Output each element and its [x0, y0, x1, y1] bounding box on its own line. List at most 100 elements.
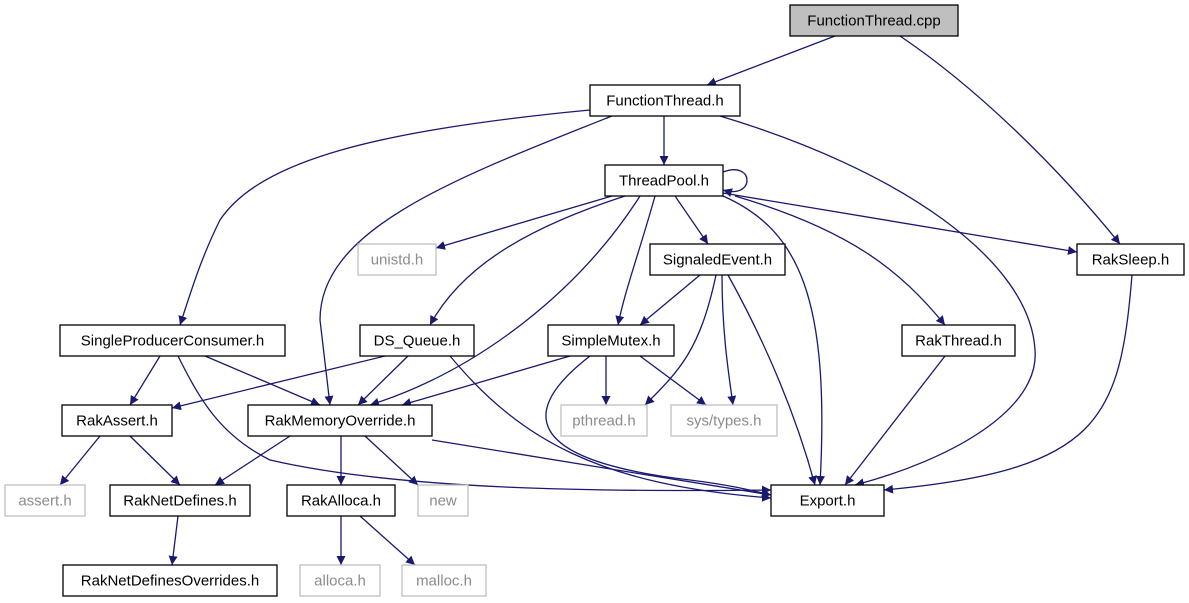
- edge-functionthread_cpp-to-functionthread_h: [706, 35, 836, 86]
- node-sys_types_h: sys/types.h: [670, 404, 778, 437]
- node-box: [401, 564, 487, 597]
- node-singleproducerconsumer_h[interactable]: SingleProducerConsumer.h: [59, 324, 286, 357]
- node-simplemutex_h[interactable]: SimpleMutex.h: [547, 324, 675, 357]
- node-box: [770, 484, 885, 517]
- node-label: DS_Queue.h: [374, 333, 461, 350]
- node-label: FunctionThread.h: [606, 93, 724, 110]
- node-label: sys/types.h: [686, 413, 761, 430]
- node-rakthread_h[interactable]: RakThread.h: [901, 324, 1016, 357]
- edge-signaledevent_h-to-pthread_h: [644, 274, 717, 406]
- node-signaledevent_h[interactable]: SignaledEvent.h: [649, 243, 786, 276]
- edge-rakmemoryoverride_h-to-export_h: [431, 439, 772, 499]
- node-box: [560, 404, 648, 437]
- node-label: SingleProducerConsumer.h: [81, 333, 264, 350]
- node-pthread_h: pthread.h: [560, 404, 648, 437]
- node-box: [670, 404, 778, 437]
- node-alloca_h: alloca.h: [299, 564, 381, 597]
- edge-threadpool_h-to-ds_queue_h: [429, 195, 626, 326]
- node-label: Export.h: [800, 493, 856, 510]
- edge-threadpool_h-to-signaledevent_h: [674, 195, 709, 245]
- node-label: SignaledEvent.h: [663, 252, 772, 269]
- edge-threadpool_h-to-raksleep_h: [722, 192, 1078, 255]
- node-raksleep_h[interactable]: RakSleep.h: [1076, 243, 1185, 276]
- edge-functionthread_h-to-export_h: [719, 115, 1036, 488]
- edge-simplemutex_h-to-rakmemoryoverride_h: [401, 355, 571, 407]
- node-box: [901, 324, 1016, 357]
- edge-ds_queue_h-to-export_h: [449, 355, 772, 502]
- edge-signaledevent_h-to-sys_types_h: [721, 274, 737, 406]
- node-raknetdefinesoverrides_h[interactable]: RakNetDefinesOverrides.h: [62, 564, 278, 597]
- node-box: [789, 4, 959, 37]
- edge-threadpool_h-to-export_h: [722, 195, 825, 486]
- edge-functionthread_h-to-singleproducerconsumer_h: [178, 109, 591, 326]
- node-label: pthread.h: [572, 413, 635, 430]
- edge-singleproducerconsumer_h-to-rakassert_h: [129, 355, 161, 406]
- node-raknetdefines_h[interactable]: RakNetDefines.h: [109, 484, 251, 517]
- node-malloc_h: malloc.h: [401, 564, 487, 597]
- edge-functionthread_cpp-to-raksleep_h: [899, 35, 1121, 245]
- node-ds_queue_h[interactable]: DS_Queue.h: [359, 324, 475, 357]
- node-new: new: [417, 484, 469, 517]
- node-label: unistd.h: [371, 252, 424, 269]
- node-threadpool_h[interactable]: ThreadPool.h: [604, 164, 724, 197]
- edge-threadpool_h-to-rakmemoryoverride_h: [369, 195, 641, 407]
- node-label: RakNetDefines.h: [123, 493, 236, 510]
- edge-ds_queue_h-to-rakmemoryoverride_h: [357, 355, 409, 406]
- edge-rakmemoryoverride_h-to-new: [364, 435, 419, 486]
- node-functionthread_h[interactable]: FunctionThread.h: [589, 84, 741, 117]
- node-box: [417, 484, 469, 517]
- edge-rakthread_h-to-export_h: [844, 355, 946, 486]
- edges-layer: [59, 35, 1133, 566]
- edge-raksleep_h-to-export_h: [883, 274, 1133, 494]
- node-rakalloca_h[interactable]: RakAlloca.h: [286, 484, 396, 517]
- node-rakassert_h[interactable]: RakAssert.h: [61, 404, 173, 437]
- node-rakmemoryoverride_h[interactable]: RakMemoryOverride.h: [247, 404, 433, 437]
- edge-ds_queue_h-to-rakassert_h: [171, 355, 386, 411]
- node-label: RakMemoryOverride.h: [265, 413, 416, 430]
- edge-threadpool_h-to-unistd_h: [435, 195, 613, 250]
- edge-simplemutex_h-to-sys_types_h: [639, 355, 707, 406]
- node-box: [547, 324, 675, 357]
- node-label: new: [429, 493, 457, 510]
- node-export_h[interactable]: Export.h: [770, 484, 885, 517]
- edge-rakalloca_h-to-malloc_h: [359, 515, 416, 566]
- node-box: [247, 404, 433, 437]
- node-box: [286, 484, 396, 517]
- node-box: [604, 164, 724, 197]
- node-label: RakNetDefinesOverrides.h: [81, 573, 259, 590]
- edge-simplemutex_h-to-export_h: [545, 355, 772, 498]
- edge-signaledevent_h-to-simplemutex_h: [639, 274, 701, 326]
- node-label: assert.h: [18, 493, 71, 510]
- node-label: RakThread.h: [915, 333, 1002, 350]
- edge-singleproducerconsumer_h-to-export_h: [177, 355, 772, 495]
- edge-raknetdefines_h-to-raknetdefinesoverrides_h: [168, 515, 179, 566]
- node-box: [61, 404, 173, 437]
- node-box: [589, 84, 741, 117]
- edge-threadpool_h-to-threadpool_h: [722, 169, 748, 197]
- node-assert_h: assert.h: [4, 484, 86, 517]
- node-box: [109, 484, 251, 517]
- node-label: RakSleep.h: [1092, 252, 1170, 269]
- node-box: [4, 484, 86, 517]
- edge-rakmemoryoverride_h-to-raknetdefines_h: [214, 435, 291, 486]
- edge-threadpool_h-to-simplemutex_h: [615, 195, 656, 326]
- edge-rakassert_h-to-assert_h: [59, 435, 101, 486]
- node-unistd_h: unistd.h: [357, 243, 437, 276]
- node-label: FunctionThread.cpp: [807, 13, 940, 30]
- node-box: [59, 324, 286, 357]
- nodes-layer: FunctionThread.cppFunctionThread.hThread…: [4, 4, 1185, 597]
- node-box: [299, 564, 381, 597]
- node-box: [62, 564, 278, 597]
- node-label: RakAssert.h: [76, 413, 158, 430]
- node-functionthread_cpp[interactable]: FunctionThread.cpp: [789, 4, 959, 37]
- node-label: ThreadPool.h: [619, 173, 709, 190]
- edge-singleproducerconsumer_h-to-rakmemoryoverride_h: [204, 355, 321, 406]
- node-label: RakAlloca.h: [301, 493, 381, 510]
- edge-functionthread_h-to-rakmemoryoverride_h: [319, 115, 613, 406]
- node-label: SimpleMutex.h: [561, 333, 660, 350]
- node-box: [649, 243, 786, 276]
- edge-rakassert_h-to-raknetdefines_h: [129, 435, 181, 486]
- edge-threadpool_h-to-rakthread_h: [734, 195, 946, 326]
- node-box: [357, 243, 437, 276]
